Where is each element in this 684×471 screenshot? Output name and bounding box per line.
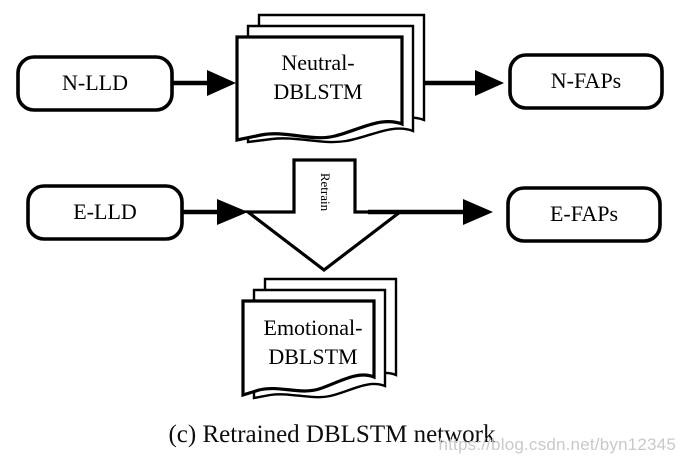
retrain-label: Retrain [318, 173, 333, 212]
node-emotional-dblstm[interactable]: Emotional- DBLSTM [241, 277, 398, 400]
edge-retrain-to-e-faps [368, 199, 493, 225]
node-e-lld[interactable]: E-LLD [26, 184, 184, 241]
node-retrain-arrow[interactable]: Retrain [243, 158, 405, 273]
e-faps-box [506, 186, 662, 243]
node-e-faps[interactable]: E-FAPs [506, 186, 662, 243]
edge-n-faps-arrowhead [475, 70, 504, 96]
edge-e-lld-arrowhead [217, 199, 248, 225]
e-faps-label: E-FAPs [550, 201, 618, 226]
n-faps-label: N-FAPs [551, 68, 622, 93]
n-lld-label: N-LLD [62, 70, 128, 95]
edge-e-lld-to-retrain [182, 199, 248, 225]
node-neutral-dblstm[interactable]: Neutral- DBLSTM [235, 13, 426, 144]
node-n-faps[interactable]: N-FAPs [508, 53, 664, 110]
emotional-doc-front [241, 299, 376, 398]
edge-n-lld-to-neutral [172, 70, 236, 96]
neutral-dblstm-label-line1: Neutral- [281, 50, 354, 75]
emotional-dblstm-label-line1: Emotional- [264, 315, 363, 340]
retrain-arrow-shape [243, 158, 405, 273]
edge-neutral-to-n-faps [424, 70, 504, 96]
neutral-doc-front [235, 35, 404, 142]
node-n-lld[interactable]: N-LLD [16, 55, 174, 112]
edge-e-faps-arrowhead [463, 199, 493, 225]
csdn-watermark: https://blog.csdn.net/byn12345 [438, 435, 676, 454]
neutral-dblstm-label-line2: DBLSTM [273, 79, 362, 104]
emotional-dblstm-label-line2: DBLSTM [268, 344, 357, 369]
n-faps-box [508, 53, 664, 110]
figure-caption: (c) Retrained DBLSTM network [168, 421, 496, 448]
e-lld-label: E-LLD [73, 199, 137, 224]
edge-n-lld-arrowhead [207, 70, 236, 96]
